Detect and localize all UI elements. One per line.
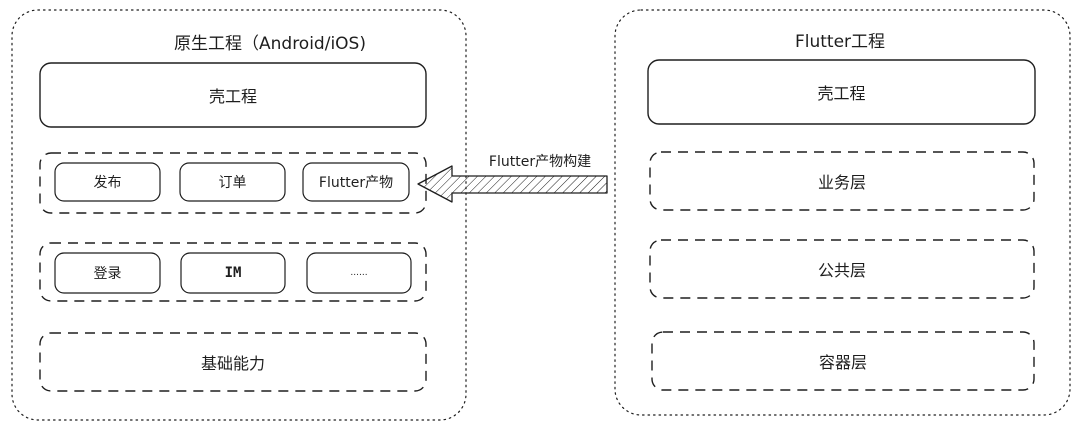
publish-box [54, 162, 161, 202]
base-capability-box [39, 332, 427, 392]
native-project-container [11, 9, 467, 421]
im-label: IM [224, 265, 242, 281]
order-label: 订单 [218, 175, 247, 191]
right-shell-label: 壳工程 [817, 84, 866, 103]
left-shell-label: 壳工程 [208, 87, 257, 106]
build-arrow-shape [417, 165, 608, 203]
login-box [54, 252, 161, 294]
container-layer-box [651, 331, 1035, 391]
right-shell-box [647, 59, 1036, 125]
native-project-title: 原生工程（Android/iOS) [174, 33, 366, 54]
flutter-product-box [302, 162, 410, 202]
publish-label: 发布 [93, 175, 122, 191]
common-layer-box [649, 239, 1035, 299]
common-layer-label: 公共层 [817, 261, 866, 280]
base-capability-label: 基础能力 [200, 354, 265, 373]
order-box [179, 162, 286, 202]
left-shell-box [39, 62, 427, 128]
flutter-product-label: Flutter产物 [318, 175, 394, 191]
login-label: 登录 [93, 266, 122, 282]
more-box [306, 252, 412, 294]
build-arrow-label: Flutter产物构建 [488, 154, 592, 170]
more-label: ...... [350, 268, 368, 278]
im-box [180, 252, 286, 294]
left-row2-container [39, 242, 427, 302]
flutter-project-title: Flutter工程 [794, 31, 886, 52]
business-layer-label: 业务层 [817, 173, 866, 192]
business-layer-box [649, 151, 1035, 211]
container-layer-label: 容器层 [818, 353, 867, 372]
flutter-project-container [614, 9, 1071, 416]
